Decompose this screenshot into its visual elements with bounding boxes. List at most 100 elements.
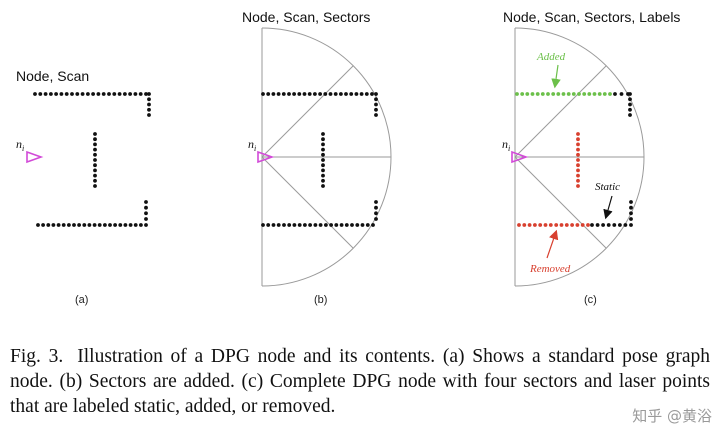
scan-point bbox=[93, 142, 97, 147]
scan-point bbox=[628, 97, 632, 102]
added-point bbox=[530, 92, 535, 96]
scan-point bbox=[113, 223, 117, 227]
scan-point bbox=[321, 178, 325, 183]
scan-point bbox=[56, 223, 61, 227]
scan-point bbox=[287, 92, 291, 96]
scan-point bbox=[33, 92, 37, 96]
scan-point bbox=[344, 223, 349, 227]
scan-point bbox=[80, 92, 85, 96]
sector-divider-lower-b bbox=[261, 156, 354, 249]
added-point bbox=[577, 92, 581, 96]
scan-point bbox=[276, 223, 281, 227]
scan-point bbox=[96, 92, 101, 96]
scan-point bbox=[590, 223, 594, 227]
scan-point bbox=[93, 158, 97, 162]
scan-point bbox=[629, 200, 633, 204]
added-point bbox=[602, 92, 607, 96]
scan-point bbox=[612, 223, 617, 227]
svg-text:ni: ni bbox=[248, 137, 256, 153]
scan-point bbox=[349, 92, 354, 96]
scan-point bbox=[75, 92, 80, 96]
removed-point bbox=[576, 163, 580, 168]
panel-a: Node, Scan ni (a) bbox=[16, 68, 151, 306]
node-marker-b bbox=[257, 150, 275, 164]
scan-point bbox=[364, 92, 369, 96]
scan-point bbox=[333, 92, 338, 96]
removed-point bbox=[576, 158, 580, 162]
scan-points-c bbox=[515, 92, 633, 227]
scan-point bbox=[374, 113, 378, 117]
scan-point bbox=[323, 92, 328, 96]
scan-point bbox=[43, 92, 48, 96]
removed-point bbox=[543, 223, 548, 227]
scan-point bbox=[321, 173, 325, 178]
scan-point bbox=[313, 223, 318, 227]
sector-divider-lower-c bbox=[514, 156, 607, 249]
scan-point bbox=[619, 92, 624, 96]
scan-point bbox=[321, 147, 325, 152]
removed-point bbox=[522, 223, 527, 227]
scan-point bbox=[629, 223, 633, 227]
scan-point bbox=[133, 92, 138, 96]
scan-point bbox=[328, 92, 333, 96]
scan-point bbox=[144, 217, 148, 221]
removed-point bbox=[576, 142, 580, 147]
scan-point bbox=[374, 102, 378, 107]
svg-text:ni: ni bbox=[502, 137, 510, 153]
scan-point bbox=[261, 223, 265, 227]
scan-point bbox=[307, 92, 312, 96]
scan-point bbox=[628, 92, 632, 96]
scan-point bbox=[266, 223, 271, 227]
removed-point bbox=[576, 178, 580, 183]
caption-text: Illustration of a DPG node and its conte… bbox=[10, 346, 711, 417]
scan-point bbox=[318, 92, 322, 96]
scan-point bbox=[297, 223, 302, 227]
scan-point bbox=[93, 147, 97, 152]
sector-frame-b bbox=[261, 27, 392, 287]
node-subscript-c: i bbox=[508, 144, 510, 153]
scan-point bbox=[77, 223, 81, 227]
figure-number: Fig. 3. bbox=[10, 346, 64, 367]
added-point bbox=[540, 92, 545, 96]
node-marker-c bbox=[511, 150, 529, 164]
scan-point bbox=[72, 223, 76, 227]
scan-point bbox=[371, 223, 375, 227]
scan-point bbox=[41, 223, 45, 227]
scan-point bbox=[628, 102, 632, 107]
removed-point bbox=[586, 223, 590, 227]
scan-point bbox=[144, 223, 148, 227]
sector-divider-upper-c bbox=[514, 65, 607, 158]
scan-point bbox=[321, 152, 325, 157]
scan-point bbox=[354, 92, 359, 96]
removed-point bbox=[576, 173, 580, 178]
scan-point bbox=[49, 92, 53, 96]
scan-point bbox=[606, 223, 611, 227]
removed-point bbox=[576, 137, 580, 142]
scan-point bbox=[318, 223, 323, 227]
scan-point bbox=[339, 92, 343, 96]
removed-point bbox=[559, 223, 564, 227]
removed-point bbox=[517, 223, 521, 227]
scan-point bbox=[370, 92, 374, 96]
scan-point bbox=[292, 92, 296, 96]
removed-point bbox=[564, 223, 569, 227]
scan-point bbox=[123, 92, 127, 96]
removed-label: Removed bbox=[529, 263, 571, 275]
node-label-a: n bbox=[16, 137, 22, 151]
scan-point bbox=[374, 205, 378, 210]
scan-point bbox=[147, 113, 151, 117]
added-point bbox=[587, 92, 592, 96]
added-point bbox=[592, 92, 597, 96]
scan-point bbox=[321, 168, 325, 173]
scan-point bbox=[61, 223, 66, 227]
removed-arrow bbox=[546, 229, 559, 259]
scan-point bbox=[128, 92, 133, 96]
scan-point bbox=[139, 223, 143, 227]
added-point bbox=[597, 92, 602, 96]
scan-point bbox=[350, 223, 354, 227]
scan-point bbox=[107, 92, 111, 96]
scan-point bbox=[601, 223, 605, 227]
scan-point bbox=[93, 132, 97, 136]
added-point bbox=[556, 92, 561, 96]
scan-point bbox=[321, 142, 325, 147]
